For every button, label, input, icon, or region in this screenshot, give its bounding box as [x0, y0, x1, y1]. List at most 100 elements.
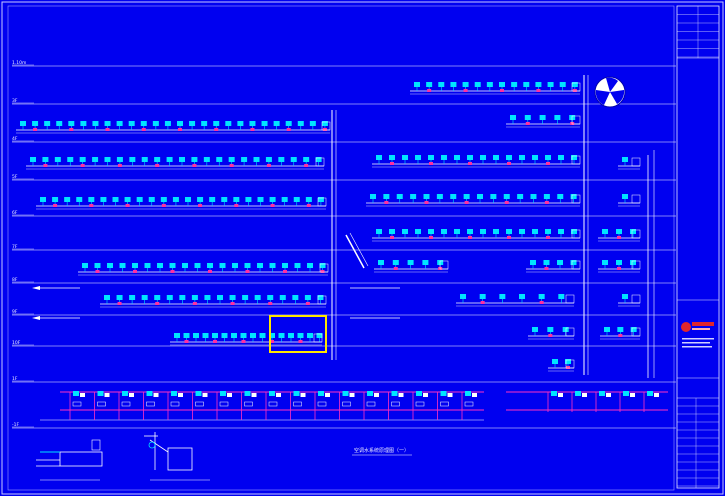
- branch-end-box: [631, 327, 641, 337]
- fan-coil-unit: [197, 197, 204, 202]
- fan-coil-unit: [422, 260, 429, 265]
- fan-coil-unit: [219, 263, 226, 268]
- control-valve: [53, 204, 58, 207]
- control-valve: [480, 301, 485, 304]
- valve-body: [80, 393, 85, 397]
- fan-coil-unit: [389, 229, 395, 234]
- fan-coil-unit: [253, 157, 260, 162]
- fan-coil-unit: [40, 197, 46, 202]
- fan-coil-unit: [281, 197, 288, 202]
- control-valve: [43, 164, 48, 167]
- fan-coil-unit: [225, 121, 232, 126]
- highlight-box[interactable]: [269, 315, 327, 353]
- fan-coil-unit: [523, 82, 530, 87]
- pump-unit: [97, 391, 104, 396]
- fan-coil-unit: [543, 260, 550, 265]
- title-block: [676, 5, 720, 489]
- control-valve: [500, 89, 504, 92]
- control-valve: [198, 204, 203, 207]
- valve-body: [398, 393, 404, 397]
- control-valve: [322, 128, 327, 131]
- fan-coil-unit: [545, 229, 551, 234]
- fan-coil-unit: [392, 260, 399, 265]
- valve-body: [349, 393, 355, 397]
- fan-coil-unit: [467, 155, 473, 160]
- fan-coil-unit: [616, 229, 622, 234]
- fan-coil-unit: [80, 121, 87, 126]
- floor-label: 5F: [12, 174, 18, 180]
- strainer: [293, 401, 302, 407]
- branch-end-box: [317, 295, 327, 305]
- fan-coil-unit: [132, 263, 138, 268]
- fan-coil-unit: [604, 327, 610, 332]
- fan-coil-unit: [396, 194, 403, 199]
- fan-coil-unit: [116, 295, 123, 300]
- fan-coil-unit: [237, 121, 244, 126]
- control-valve: [105, 128, 110, 131]
- control-valve: [230, 302, 235, 305]
- fan-coil-unit: [279, 295, 286, 300]
- fan-coil-unit: [307, 333, 313, 338]
- control-valve: [117, 302, 122, 305]
- fan-coil-unit: [532, 229, 538, 234]
- fan-coil-unit: [273, 121, 280, 126]
- pump-unit: [171, 391, 177, 396]
- fan-coil-unit: [164, 121, 171, 126]
- branch-end-box: [565, 327, 575, 337]
- pump-unit: [269, 391, 275, 396]
- fan-coil-unit: [244, 263, 251, 268]
- control-valve: [464, 201, 469, 204]
- fan-coil-unit: [128, 121, 135, 126]
- fan-coil-unit: [254, 295, 261, 300]
- title-block-rows-bottom: [677, 398, 719, 488]
- fan-coil-unit: [141, 295, 148, 300]
- fan-coil-unit: [571, 82, 578, 87]
- fan-coil-unit: [92, 157, 99, 162]
- fan-coil-unit: [129, 295, 136, 300]
- pump-unit: [440, 391, 447, 396]
- risers: [331, 75, 655, 378]
- valve-body: [104, 393, 110, 397]
- pump-unit: [551, 391, 557, 396]
- strainer: [366, 401, 376, 407]
- fan-coil-unit: [410, 194, 417, 199]
- company-logo: [681, 322, 714, 332]
- floor-label: 6F: [12, 210, 18, 216]
- fan-coil-unit: [558, 294, 565, 299]
- branch-end-box: [631, 260, 641, 270]
- fan-coil-unit: [233, 197, 240, 202]
- pump-unit: [293, 391, 300, 396]
- control-valve: [544, 201, 549, 204]
- fan-coil-unit: [42, 157, 49, 162]
- control-valve: [234, 204, 239, 207]
- fan-coil-unit: [269, 197, 276, 202]
- control-valve: [184, 340, 189, 343]
- control-valve: [507, 236, 511, 239]
- fan-coil-unit: [265, 157, 272, 162]
- control-valve: [546, 162, 550, 165]
- fan-coil-unit: [503, 194, 510, 199]
- strainer: [170, 401, 180, 407]
- fan-coil-unit: [545, 155, 551, 160]
- fan-coil-unit: [297, 333, 304, 338]
- fan-coil-unit: [124, 197, 131, 202]
- pump-unit: [575, 391, 581, 396]
- fan-coil-unit: [189, 121, 196, 126]
- fan-coil-unit: [486, 82, 493, 87]
- fan-coil-unit: [519, 294, 525, 299]
- fan-coil-unit: [191, 157, 198, 162]
- valve-body: [227, 393, 232, 397]
- strainer: [464, 401, 474, 407]
- control-valve: [572, 89, 577, 92]
- branch-end-box: [313, 333, 323, 343]
- control-valve: [617, 267, 621, 270]
- fan-coil-unit: [565, 359, 571, 364]
- fan-coil-unit: [182, 263, 188, 268]
- control-valve: [536, 89, 541, 92]
- control-valve: [214, 128, 219, 131]
- valve-body: [558, 393, 563, 397]
- fan-coil-unit: [213, 121, 220, 126]
- strainer: [219, 401, 229, 407]
